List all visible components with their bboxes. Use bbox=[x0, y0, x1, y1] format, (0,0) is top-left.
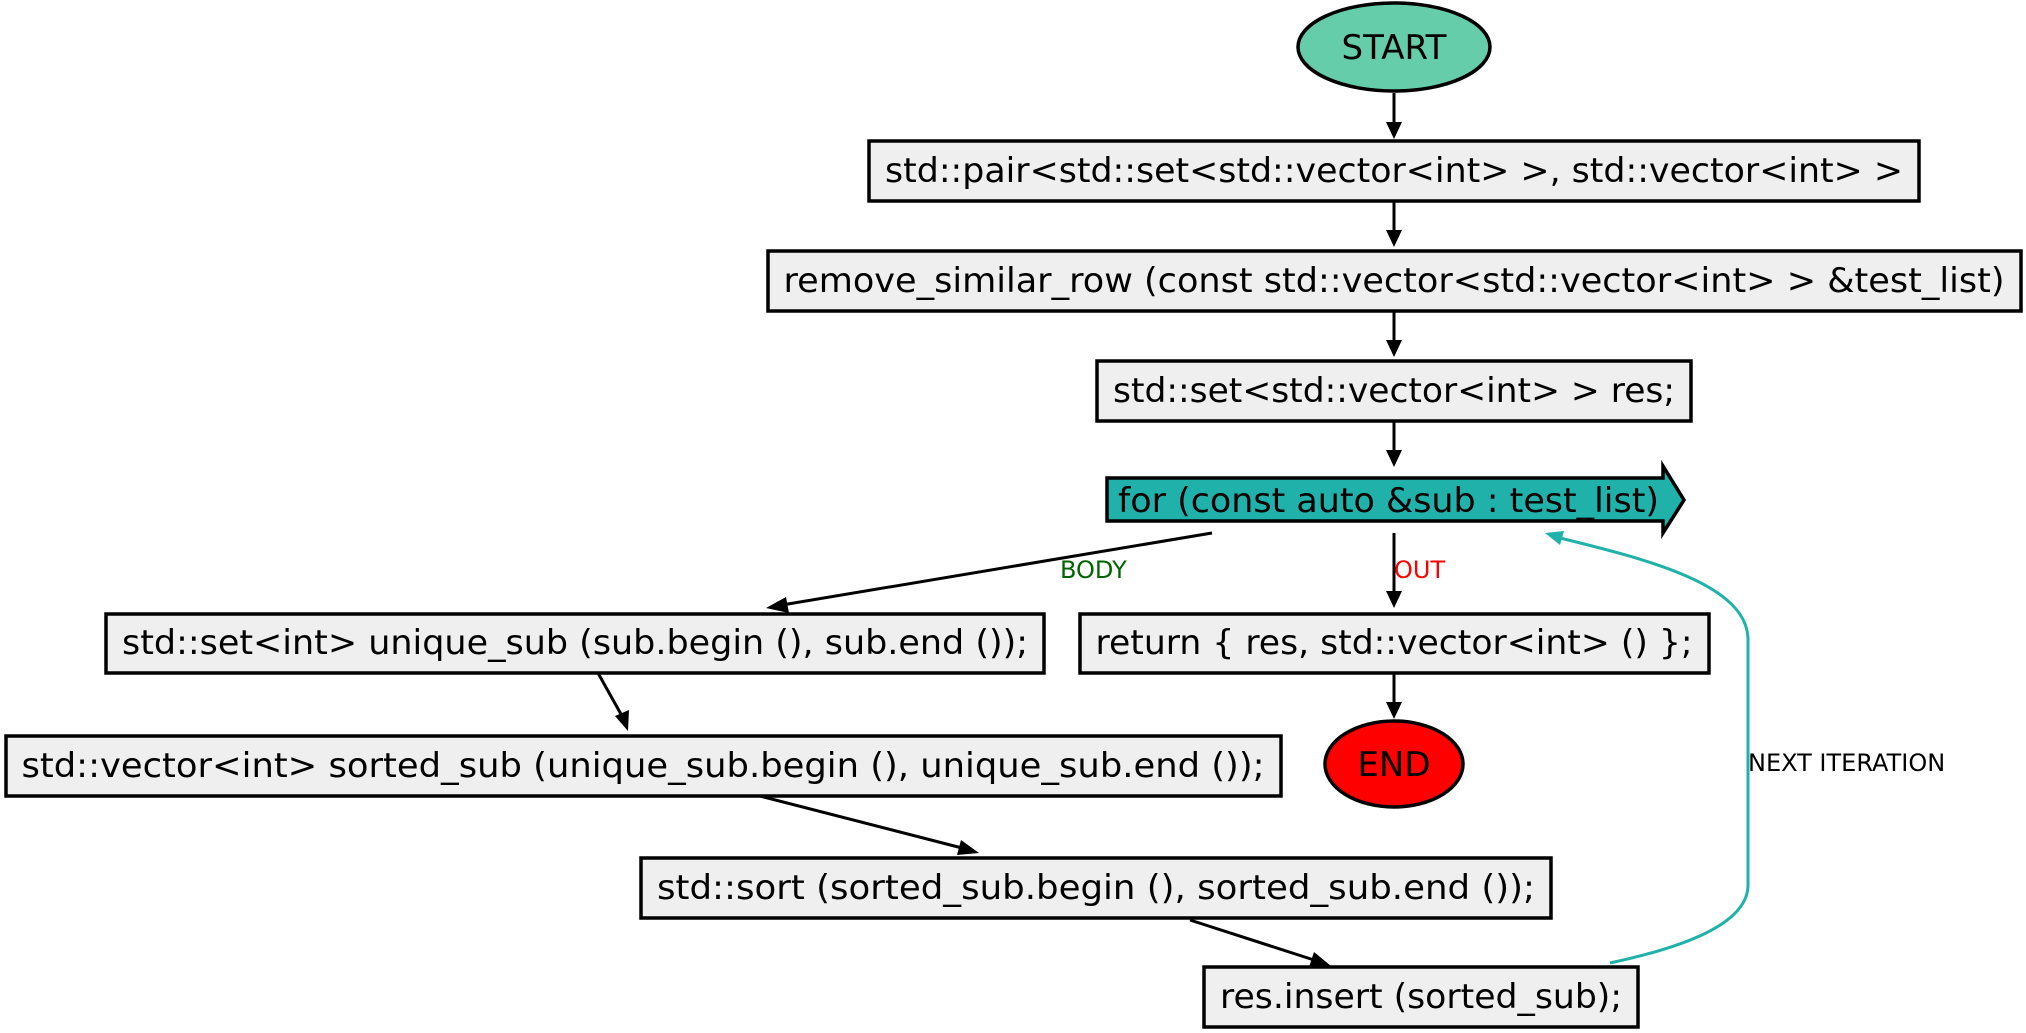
edge-next-iteration-head bbox=[1545, 531, 1564, 545]
for-loop-node: for (const auto &sub : test_list) bbox=[1105, 459, 1687, 540]
edge-sort-to-insert-head bbox=[1309, 952, 1331, 967]
edge-unique-to-sorted bbox=[596, 672, 624, 717]
edge-label-out: OUT bbox=[1394, 556, 1445, 584]
start-node: START bbox=[1296, 1, 1492, 93]
sorted-sub-label: std::vector<int> sorted_sub (unique_sub.… bbox=[22, 746, 1265, 786]
edge-sorted-to-sort bbox=[759, 794, 963, 850]
edge-start-to-return-type-head bbox=[1386, 122, 1402, 139]
edge-sorted-to-sort-head bbox=[957, 840, 979, 855]
edge-label-next-iteration: NEXT ITERATION bbox=[1748, 749, 1945, 777]
end-label: END bbox=[1357, 745, 1430, 785]
edge-unique-to-sorted-head bbox=[615, 710, 629, 731]
return-node: return { res, std::vector<int> () }; bbox=[1078, 612, 1711, 675]
unique-sub-node: std::set<int> unique_sub (sub.begin (), … bbox=[104, 612, 1046, 675]
edge-decl-res-to-loop-head bbox=[1386, 450, 1402, 467]
edge-signature-to-decl-res-head bbox=[1386, 340, 1402, 357]
edge-sort-to-insert bbox=[1189, 918, 1315, 962]
for-loop-label: for (const auto &sub : test_list) bbox=[1118, 481, 1659, 521]
sort-call-label: std::sort (sorted_sub.begin (), sorted_s… bbox=[657, 868, 1535, 908]
edge-next-iteration bbox=[1559, 536, 1750, 965]
edge-loop-out-head bbox=[1386, 591, 1402, 608]
function-signature-node: remove_similar_row (const std::vector<st… bbox=[766, 249, 2023, 313]
edge-label-body: BODY bbox=[1060, 556, 1127, 584]
sort-call-node: std::sort (sorted_sub.begin (), sorted_s… bbox=[639, 856, 1553, 920]
edge-loop-body bbox=[781, 531, 1213, 607]
decl-res-node: std::set<std::vector<int> > res; bbox=[1095, 359, 1693, 423]
edge-loop-body-head bbox=[766, 597, 789, 613]
function-signature-label: remove_similar_row (const std::vector<st… bbox=[784, 261, 2005, 301]
edge-return-to-end-head bbox=[1386, 702, 1402, 719]
sorted-sub-node: std::vector<int> sorted_sub (unique_sub.… bbox=[4, 734, 1283, 798]
insert-call-node: res.insert (sorted_sub); bbox=[1202, 965, 1640, 1029]
decl-res-label: std::set<std::vector<int> > res; bbox=[1113, 371, 1675, 411]
edge-return-type-to-signature-head bbox=[1386, 230, 1402, 247]
start-label: START bbox=[1342, 28, 1447, 68]
edges bbox=[596, 93, 1750, 967]
return-label: return { res, std::vector<int> () }; bbox=[1096, 623, 1693, 663]
end-node: END bbox=[1323, 719, 1465, 809]
return-type-node: std::pair<std::set<std::vector<int> >, s… bbox=[867, 139, 1921, 203]
unique-sub-label: std::set<int> unique_sub (sub.begin (), … bbox=[122, 623, 1028, 663]
insert-call-label: res.insert (sorted_sub); bbox=[1220, 977, 1622, 1017]
return-type-label: std::pair<std::set<std::vector<int> >, s… bbox=[885, 151, 1903, 191]
